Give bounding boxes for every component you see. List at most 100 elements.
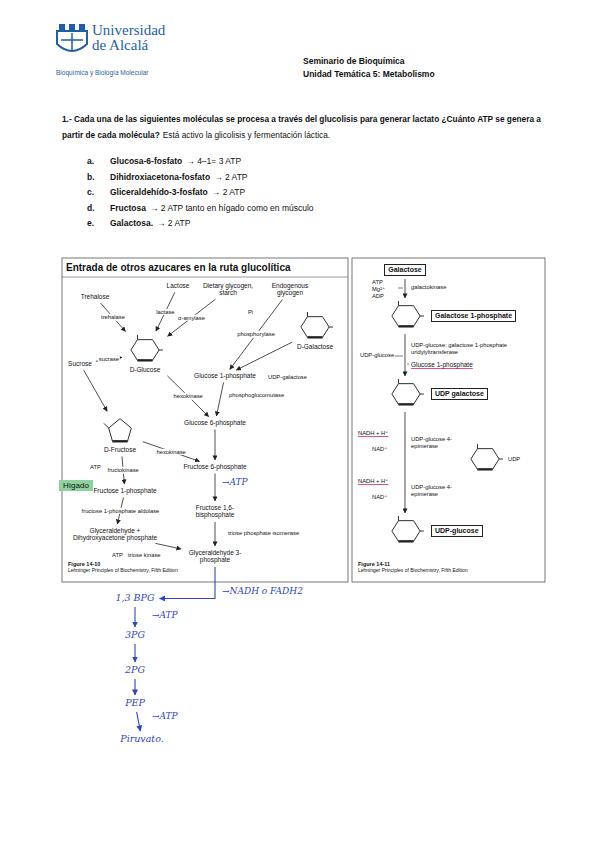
node-text: Trehalose	[81, 293, 110, 300]
node-text: UDP-glucose	[431, 525, 483, 537]
reaction-arrow	[236, 342, 292, 370]
enzyme-label: hexokinase	[172, 393, 203, 399]
metabolite-node: Lactose	[165, 281, 192, 290]
metabolite-node: Trehalose	[79, 292, 112, 301]
node-text: 1,3 BPG	[115, 593, 154, 604]
reaction-arrow	[214, 473, 215, 501]
cofactor-label: NAD⁺	[372, 446, 387, 453]
metabolite-node: 3PG	[123, 629, 147, 642]
metabolite-label: UDP-galactose	[268, 374, 307, 381]
enzyme-label: sucrase	[98, 356, 120, 362]
leader-line	[395, 356, 403, 357]
reaction-arrow	[134, 607, 135, 627]
list-letter: a.	[87, 156, 110, 166]
metabolite-label: Pi	[248, 309, 253, 316]
node-text: D-Fructose	[104, 446, 136, 453]
enzyme-label: triose phosphate isomerase	[228, 530, 299, 537]
figure-frame	[352, 258, 545, 582]
reaction-arrow	[216, 382, 223, 416]
sugar-structure: UDP galactose	[387, 378, 488, 410]
metabolite-node: Fructose 1-phosphate	[91, 486, 158, 495]
node-text: Galactose	[384, 264, 425, 276]
text-line: c.Gliceraldehído-3-fosfato→ 2 ATP	[87, 181, 245, 199]
text-line: e.Galactosa.→ 2 ATP	[87, 212, 190, 230]
figure-number: Figure 14-10	[68, 561, 100, 567]
metabolite-node: Fructose 6-phosphate	[181, 462, 248, 471]
metabolite-node: 2PG	[123, 664, 147, 677]
reaction-arrow	[134, 644, 135, 662]
text-line: d.Fructosa→ 2 ATP tanto en hígado como e…	[87, 197, 314, 215]
node-text: Glyceraldehyde + Dihydroxyacetone phosph…	[67, 527, 163, 542]
cofactor-label: NADH + H⁺	[358, 430, 388, 437]
node-text: Fructose 1,6-bisphosphate	[189, 504, 241, 519]
reaction-arrow	[405, 334, 406, 376]
ring-structure	[387, 378, 425, 410]
enzyme-label: fructose 1-phosphate aldolase	[81, 508, 161, 514]
node-text: Fructose 1-phosphate	[93, 487, 156, 494]
metabolite-node: Hígado	[59, 480, 93, 491]
molecule-name: Dihidroxiacetona-fosfato	[110, 172, 210, 182]
handwritten-note: →ATP	[152, 711, 178, 721]
department-name: Bioquímica y Biología Molecular	[56, 69, 149, 76]
reaction-arrow	[405, 279, 406, 298]
node-text: Galactose 1-phosphate	[431, 310, 516, 322]
handwritten-note: →ATP	[152, 610, 178, 620]
enzyme-label: phosphoglucomutase	[229, 392, 284, 399]
enzyme-label: phosphorylase	[236, 331, 276, 337]
node-text: Glucose 1-phosphate	[194, 372, 256, 379]
metabolite-node: Glucose 6-phosphate	[182, 418, 248, 427]
metabolite-node: Glyceraldehyde 3-phosphate	[183, 548, 247, 565]
reaction-arrow	[100, 303, 125, 332]
metabolite-node: Glyceraldehyde + Dihydroxyacetone phosph…	[65, 526, 165, 543]
node-text: Piruvato.	[120, 734, 164, 745]
metabolite-node: Dietary glycogen, starch	[198, 281, 258, 298]
node-text: UDP galactose	[431, 388, 488, 400]
node-text: Dietary glycogen, starch	[200, 282, 256, 297]
sugar-structure: D-Fructose	[99, 413, 141, 454]
list-letter: c.	[87, 187, 110, 197]
list-letter: b.	[87, 172, 110, 182]
text-line: b.Dihidroxiacetona-fosfato→ 2 ATP	[87, 166, 248, 184]
metabolite-node: Fructose 1,6-bisphosphate	[187, 503, 243, 520]
ring-structure	[471, 444, 503, 469]
metabolite-label: ADP	[372, 293, 384, 300]
text-line: a.Glucosa-6-fosfato→ 4–1= 3 ATP	[87, 150, 241, 168]
metabolite-label: ATP	[112, 552, 123, 559]
reaction-arrow	[214, 429, 215, 460]
metabolite-node: Glucose 1-phosphate	[192, 371, 258, 380]
node-text: Glyceraldehyde 3-phosphate	[185, 549, 245, 564]
university-name: Universidad de Alcalá	[92, 23, 178, 53]
molecule-name: Fructosa	[110, 203, 146, 213]
course-title: Seminario de Bioquímica	[303, 56, 405, 66]
enzyme-label: lactase	[155, 309, 175, 315]
reaction-arrow	[215, 522, 216, 546]
ring-structure	[101, 414, 139, 446]
enzyme-label: trehalase	[100, 314, 126, 320]
node-text: Hígado	[63, 481, 89, 490]
diagram-title: Entrada de otros azucares en la ruta glu…	[66, 262, 291, 273]
node-text: Glucose 6-phosphate	[184, 419, 246, 426]
ring-structure	[296, 311, 334, 343]
enzyme-label: UDP-glucose: galactose 1-phosphate uridy…	[411, 342, 523, 355]
figure-number: Figure 14-11	[358, 561, 390, 567]
handwritten-note: →ATP	[222, 477, 248, 487]
metabolite-node: 1,3 BPG	[113, 592, 156, 605]
enzyme-label: hexokinase	[156, 448, 187, 454]
reaction-arrow	[143, 442, 200, 462]
list-letter: e.	[87, 218, 110, 228]
node-text: Sucrose	[68, 360, 92, 367]
sugar-structure: D-Glucose	[124, 333, 166, 374]
reaction-arrow	[168, 299, 216, 336]
metabolite-node: PEP	[123, 697, 147, 710]
reaction-arrow	[167, 376, 208, 417]
metabolite-label: Glucose 1-phosphate	[411, 361, 473, 368]
text-line: 1.- Cada una de las siguientes moléculas…	[62, 110, 552, 142]
reaction-arrow	[230, 300, 283, 370]
enzyme-label: UDP-glucose 4-epimerase	[411, 436, 469, 449]
university-logo	[57, 24, 87, 51]
ring-structure	[387, 300, 425, 332]
question-note: Está activo la glicolisis y fermentación…	[163, 130, 330, 140]
node-text: Fructose 6-phosphate	[183, 463, 246, 470]
metabolite-node: Piruvato.	[118, 733, 166, 746]
metabolite-label: ATP	[372, 279, 383, 286]
